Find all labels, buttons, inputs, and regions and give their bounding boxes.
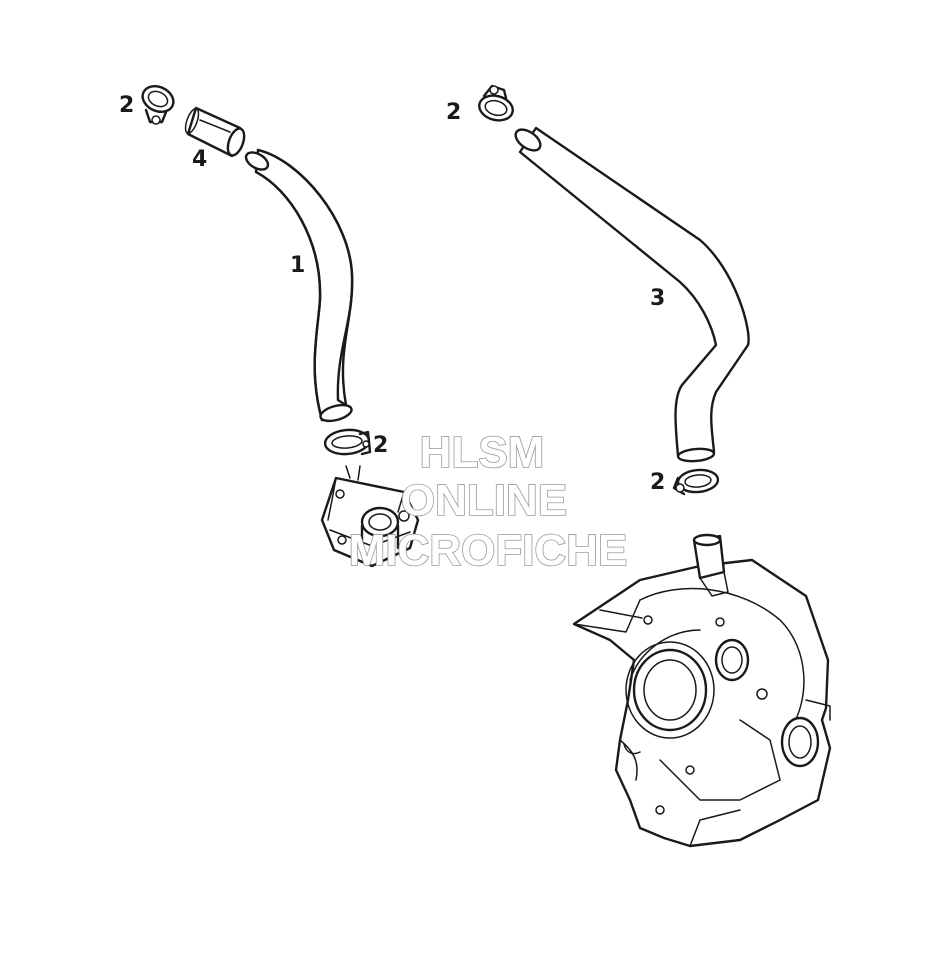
connector-tube-4[interactable] [183,106,248,158]
callout-2-middle: 2 [373,433,388,458]
callout-2-topleft: 2 [119,93,134,118]
callout-2-right: 2 [650,470,665,495]
watermark-line-1: HLSM [420,428,545,477]
hose-1[interactable] [243,148,354,424]
clamp-topright[interactable] [476,84,515,124]
hose-3[interactable] [512,125,750,463]
thermostat-housing[interactable] [320,465,420,568]
clamp-middle[interactable] [323,428,372,456]
clamp-topleft[interactable] [138,81,177,125]
callout-3: 3 [650,286,665,311]
callout-2-topright: 2 [446,100,461,125]
watermark-line-2: ONLINE [401,476,567,525]
clamp-right[interactable] [672,468,720,496]
watermark: HLSM ONLINE MICROFICHE [348,427,628,576]
callout-1: 1 [290,253,305,278]
watermark-line-3: MICROFICHE [349,526,628,575]
engine-case [572,533,832,848]
callout-4: 4 [192,147,207,172]
